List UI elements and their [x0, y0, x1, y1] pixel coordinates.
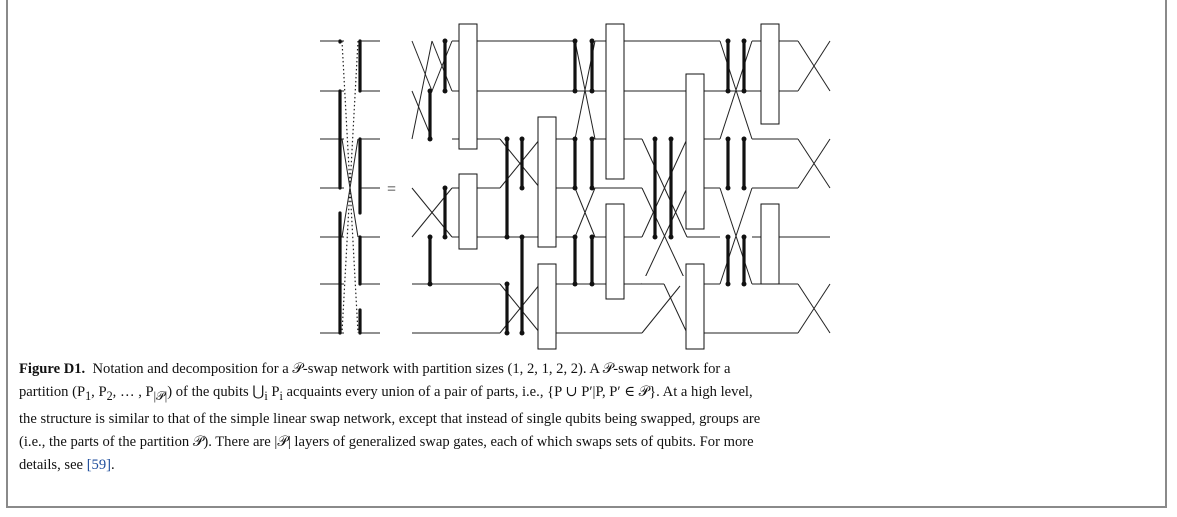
- figure-label: Figure D1.: [19, 361, 86, 377]
- caption-line-2a: partition (P: [19, 384, 86, 400]
- layer3-crossings: [574, 34, 596, 242]
- figure-frame: [6, 0, 1167, 508]
- caption-sub-5: i: [279, 388, 283, 403]
- caption-line-2f: acquaints every union of a pair of parts…: [282, 384, 753, 400]
- caption-line-5-pre: details, see: [19, 456, 87, 473]
- caption-sub-2: 2: [106, 388, 113, 403]
- notation-bars: [338, 39, 362, 335]
- swap-network-diagram: =: [320, 23, 831, 350]
- layer4-boxes: [685, 73, 705, 350]
- layer5-boxes: [760, 23, 780, 285]
- equals-sign: =: [387, 181, 396, 198]
- caption-line-2e: P: [267, 384, 280, 400]
- layer4-crossings: [641, 132, 688, 338]
- layer2-boxes: [537, 116, 557, 350]
- caption-sub-3: |𝒫|: [153, 388, 168, 403]
- caption-line-2c: , … , P: [112, 384, 154, 400]
- caption-line-2d: ) of the qubits ⋃: [167, 384, 265, 400]
- layer5-bars: [725, 38, 747, 287]
- caption-line-4: (i.e., the parts of the partition 𝒫). Th…: [19, 433, 754, 450]
- caption-line-5-post: .: [111, 456, 115, 473]
- caption-line-2b: , P: [91, 384, 107, 400]
- caption-sub-4: i: [264, 388, 268, 403]
- figure-caption: Figure D1. Notation and decomposition fo…: [19, 358, 1154, 477]
- layer1-boxes: [458, 23, 478, 250]
- caption-line-3: the structure is similar to that of the …: [19, 410, 761, 427]
- layer3-boxes: [605, 23, 625, 300]
- caption-line-1: Notation and decomposition for a 𝒫-swap …: [92, 361, 731, 377]
- citation-link[interactable]: [59]: [86, 456, 112, 473]
- notation-dotted-lines: [341, 40, 359, 334]
- layer2-bars: [504, 136, 525, 336]
- layer4-bars: [652, 136, 674, 240]
- final-crossings: [797, 34, 831, 338]
- caption-sub-1: 1: [85, 388, 92, 403]
- layer3-bars: [572, 38, 595, 287]
- layer1-bars: [427, 38, 448, 287]
- layer5-crossings: [719, 34, 753, 292]
